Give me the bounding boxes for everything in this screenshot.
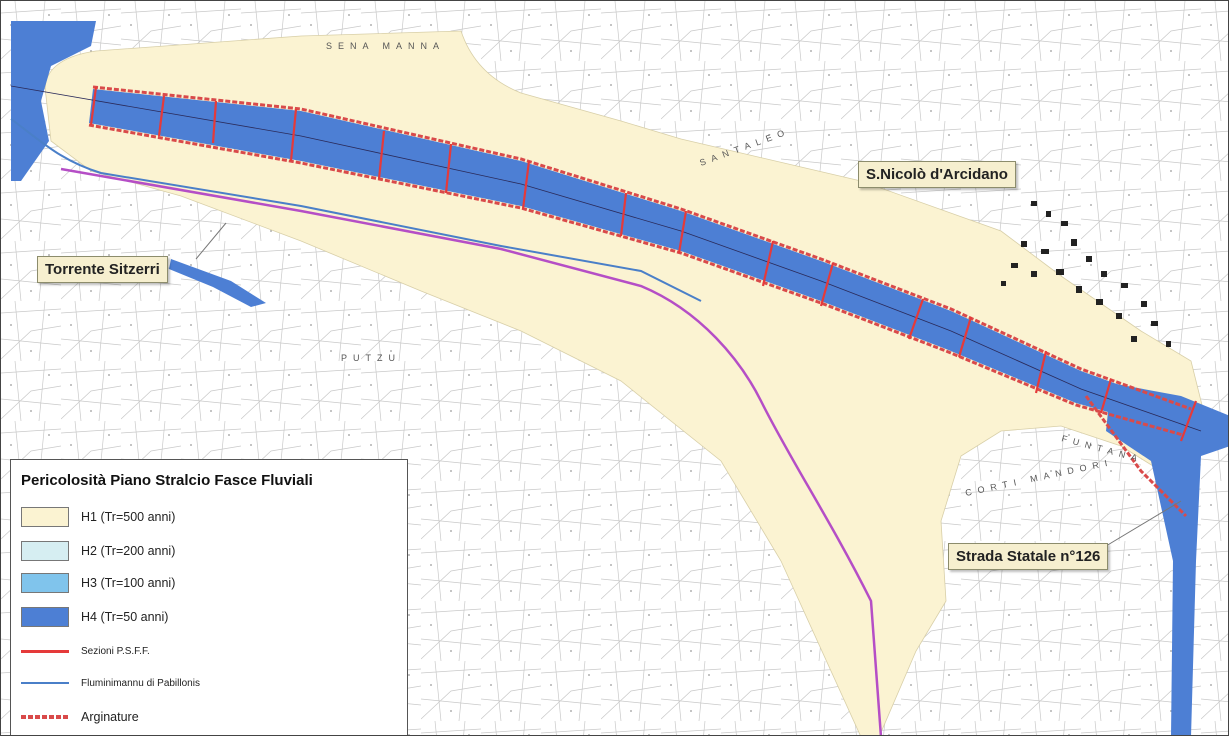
embankment-south bbox=[88, 123, 1184, 437]
leader-sitzerri bbox=[195, 222, 227, 260]
toponym-sena-manna: SENA MANNA bbox=[326, 41, 445, 51]
legend-item-h4: H4 (Tr=50 anni) bbox=[21, 606, 168, 628]
legend-label: H1 (Tr=500 anni) bbox=[81, 510, 176, 524]
river-fluminimannu bbox=[10, 118, 702, 302]
h3-swatch bbox=[21, 573, 69, 593]
toponym-putzu: PUTZU bbox=[341, 353, 401, 363]
h1-swatch bbox=[21, 507, 69, 527]
h4-swatch bbox=[21, 607, 69, 627]
embankment-branch bbox=[1084, 395, 1188, 518]
legend-label: Fluminimannu di Pabillonis bbox=[81, 677, 200, 689]
town-blocks bbox=[1001, 201, 1171, 347]
legend-label: H3 (Tr=100 anni) bbox=[81, 576, 176, 590]
label-san-nicolo: S.Nicolò d'Arcidano bbox=[858, 161, 1016, 188]
legend-item-river: Fluminimannu di Pabillonis bbox=[21, 672, 200, 694]
sections-line-swatch bbox=[21, 649, 69, 653]
map-legend: Pericolosità Piano Stralcio Fasce Fluvia… bbox=[10, 459, 408, 735]
label-torrente-sitzerri: Torrente Sitzerri bbox=[37, 256, 168, 283]
channel-centerline bbox=[10, 85, 1202, 432]
h4-lagoon bbox=[11, 21, 96, 181]
h2-swatch bbox=[21, 541, 69, 561]
legend-item-h1: H1 (Tr=500 anni) bbox=[21, 506, 175, 528]
h4-sitzerri bbox=[169, 259, 266, 307]
legend-item-h3: H3 (Tr=100 anni) bbox=[21, 572, 175, 594]
legend-title: Pericolosità Piano Stralcio Fasce Fluvia… bbox=[21, 472, 313, 489]
legend-label: Arginature bbox=[81, 710, 139, 724]
psff-sections bbox=[89, 86, 1198, 442]
h1-zone bbox=[44, 30, 1207, 735]
h4-channel bbox=[89, 89, 1191, 433]
leader-strada bbox=[1100, 500, 1182, 550]
embankment-north bbox=[92, 85, 1192, 411]
road-ss126 bbox=[60, 167, 883, 735]
legend-label: Sezioni P.S.F.F. bbox=[81, 645, 150, 657]
embankment-line-swatch bbox=[21, 715, 69, 719]
river-line-swatch bbox=[21, 682, 69, 684]
legend-item-h2: H2 (Tr=200 anni) bbox=[21, 540, 175, 562]
legend-label: H4 (Tr=50 anni) bbox=[81, 610, 169, 624]
legend-item-embankment: Arginature bbox=[21, 706, 139, 728]
legend-item-sections: Sezioni P.S.F.F. bbox=[21, 640, 150, 662]
label-strada-statale: Strada Statale n°126 bbox=[948, 543, 1109, 570]
h4-river-se bbox=[1106, 383, 1228, 735]
legend-label: H2 (Tr=200 anni) bbox=[81, 544, 176, 558]
